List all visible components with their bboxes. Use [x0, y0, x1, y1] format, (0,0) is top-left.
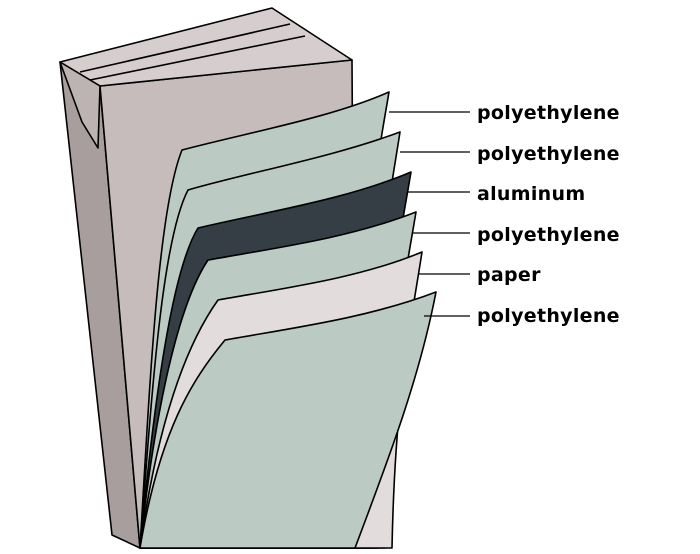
layer-labels: polyethylene polyethylene aluminum polye… — [477, 102, 620, 327]
layer-label-1: polyethylene — [477, 102, 620, 124]
layer-label-4: polyethylene — [477, 224, 620, 246]
layer-label-3: aluminum — [477, 183, 585, 205]
layer-stack — [139, 91, 437, 549]
layer-label-6: polyethylene — [477, 305, 620, 327]
layer-label-2: polyethylene — [477, 143, 620, 165]
carton-folded-flap — [59, 61, 101, 149]
layer-polyethylene-4 — [139, 291, 437, 549]
layer-label-5: paper — [477, 264, 541, 286]
carton-top-seam — [79, 23, 306, 81]
leader-lines — [389, 111, 470, 317]
